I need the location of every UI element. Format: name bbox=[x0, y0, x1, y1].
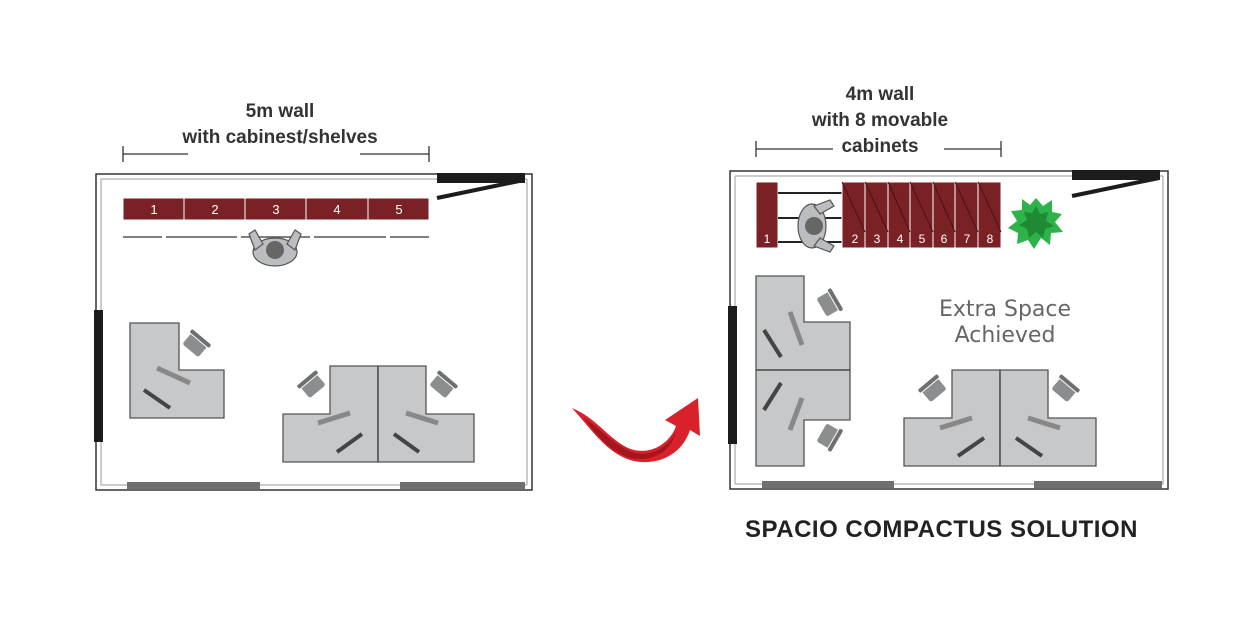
wall-label-before-line1: 5m wall bbox=[245, 101, 315, 122]
door-after bbox=[1072, 170, 1160, 180]
extra-space-line2: Achieved bbox=[954, 323, 1056, 348]
window-bottom-after-1 bbox=[762, 481, 894, 488]
extra-space-label: Extra Space Achieved bbox=[910, 297, 1100, 349]
cabinets-before: 1 2 3 4 5 bbox=[122, 197, 430, 221]
cabinet-number: 2 bbox=[852, 232, 859, 246]
extra-space-line1: Extra Space bbox=[938, 297, 1072, 322]
window-left-before bbox=[94, 310, 103, 442]
caption: SPACIO COMPACTUS SOLUTION bbox=[745, 516, 1138, 543]
transition-arrow bbox=[572, 398, 700, 463]
cabinet bbox=[755, 181, 779, 249]
wall-label-after: 4m wall with 8 movable cabinets bbox=[760, 82, 1000, 160]
desk-after-1 bbox=[755, 275, 851, 467]
room-after: 1 2 3 bbox=[728, 141, 1169, 490]
cabinet-number: 1 bbox=[764, 232, 771, 246]
cabinet-number: 4 bbox=[333, 202, 340, 217]
wall-label-before: 5m wall with cabinest/shelves bbox=[150, 99, 410, 151]
dimension-line-before bbox=[122, 146, 430, 162]
cabinet-number: 8 bbox=[987, 232, 994, 246]
room-before: 1 2 3 4 5 bbox=[94, 146, 533, 491]
cabinets-after: 2 3 4 5 6 7 8 bbox=[841, 181, 1002, 249]
cabinet-number: 6 bbox=[941, 232, 948, 246]
wall-label-after-line1: 4m wall bbox=[845, 84, 915, 105]
door-before bbox=[437, 173, 525, 183]
cabinet-number: 3 bbox=[874, 232, 881, 246]
desk-after-2 bbox=[903, 369, 1097, 467]
wall-label-after-line2: with 8 movable bbox=[811, 110, 949, 131]
plant-icon bbox=[1008, 198, 1063, 249]
window-bottom-after-2 bbox=[1034, 481, 1162, 488]
cabinet-number: 3 bbox=[272, 202, 279, 217]
dimension-line-after bbox=[755, 141, 1002, 157]
cabinet-number: 4 bbox=[897, 232, 904, 246]
cabinet-number: 7 bbox=[964, 232, 971, 246]
cabinet-number: 5 bbox=[919, 232, 926, 246]
desk-before-2 bbox=[282, 365, 475, 463]
cabinet-number: 5 bbox=[395, 202, 402, 217]
cabinet bbox=[367, 197, 430, 221]
window-left-after bbox=[728, 306, 737, 444]
window-bottom-before-1 bbox=[127, 482, 260, 489]
cabinet-number: 1 bbox=[150, 202, 157, 217]
window-bottom-before-2 bbox=[400, 482, 525, 489]
wall-label-before-line2: with cabinest/shelves bbox=[182, 127, 378, 148]
desk-before-1 bbox=[129, 322, 225, 419]
cabinet-number: 2 bbox=[211, 202, 218, 217]
wall-label-after-line3: cabinets bbox=[841, 136, 919, 157]
